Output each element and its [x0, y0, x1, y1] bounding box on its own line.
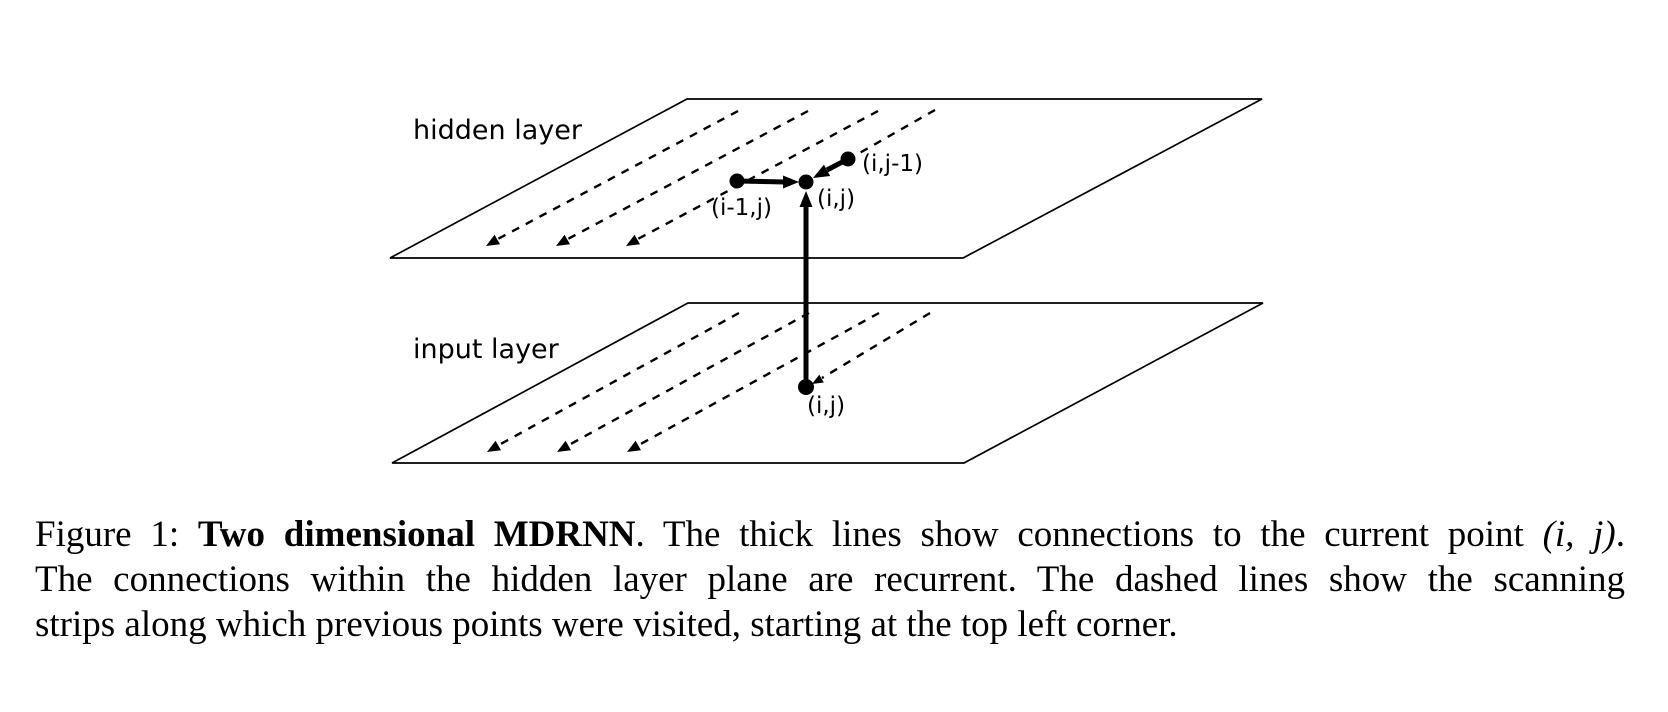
label-input-i-j: (i,j) — [807, 393, 845, 419]
arrowhead-icon — [799, 191, 813, 207]
input-layer-plane — [391, 302, 1264, 464]
input-plane-outline — [391, 302, 1264, 464]
recurrent-arrow-i — [736, 178, 786, 185]
caption-line-1: Figure 1: Two dimensional MDRNN. The thi… — [35, 512, 1625, 557]
mdrnn-diagram: hidden layer input layer (i-1,j) (i,j) (… — [389, 98, 1264, 464]
hidden-node-i-1-j — [729, 173, 745, 189]
label-i-j-1: (i,j-1) — [862, 151, 923, 177]
caption-line1-period: . — [1615, 514, 1626, 555]
caption-figure-title: Two dimensional MDRNN — [197, 514, 636, 555]
arrowhead-icon — [783, 175, 799, 189]
caption-figure-number: Figure 1: — [35, 514, 198, 555]
label-i-1-j: (i-1,j) — [711, 195, 772, 221]
nodes — [729, 151, 856, 395]
hidden-node-i-j-1 — [840, 151, 856, 167]
caption-math-point: (i, j) — [1542, 514, 1616, 555]
strip-arrowhead-icon — [487, 440, 502, 452]
caption-line-2: The connections within the hidden layer … — [35, 559, 1625, 600]
input-scanning-strips — [487, 311, 931, 452]
label-hidden-i-j: (i,j) — [817, 186, 855, 212]
hidden-layer-plane — [389, 98, 1263, 259]
caption-line-3: strips along which previous points were … — [35, 604, 1178, 645]
figure-caption: Figure 1: Two dimensional MDRNN. The thi… — [35, 512, 1625, 647]
scanning-strip — [821, 311, 931, 380]
strip-arrowhead-icon — [812, 374, 824, 384]
input-node-i-j — [798, 379, 814, 395]
strip-arrowhead-icon — [627, 440, 642, 452]
hidden-scanning-strips — [486, 108, 936, 246]
strip-arrowhead-icon — [626, 234, 641, 246]
arrowhead-icon — [813, 164, 831, 178]
hidden-node-i-j — [798, 174, 814, 190]
hidden-layer-label: hidden layer — [413, 115, 583, 146]
strip-arrowhead-icon — [486, 234, 501, 246]
strip-arrowhead-icon — [557, 440, 572, 452]
hidden-plane-outline — [389, 98, 1263, 259]
caption-line1-text: . The thick lines show connections to th… — [635, 514, 1543, 555]
strip-arrowhead-icon — [556, 234, 571, 246]
input-layer-label: input layer — [413, 334, 560, 365]
